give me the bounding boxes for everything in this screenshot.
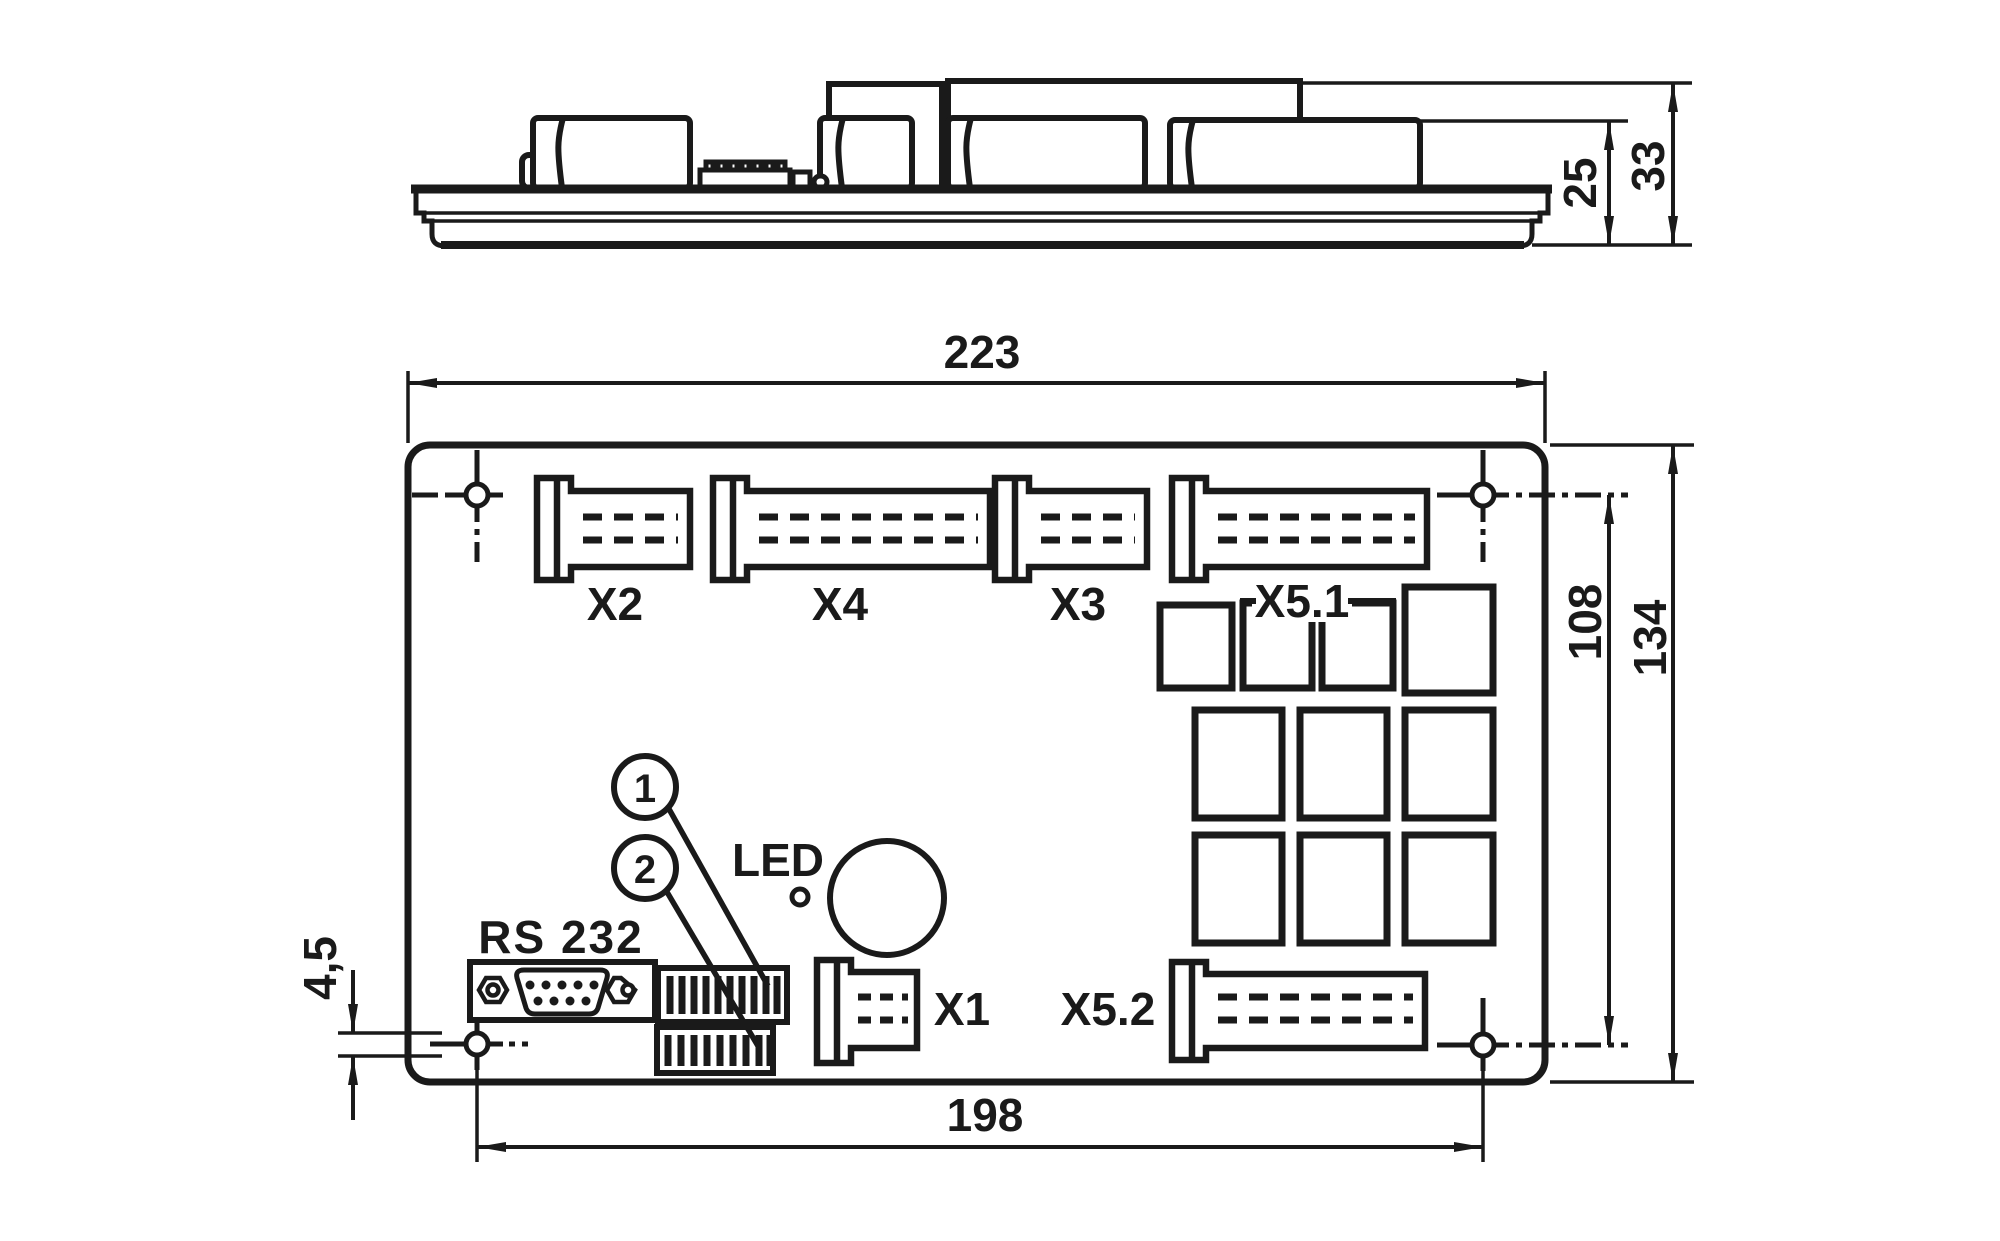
connector-x3 [991, 474, 1151, 584]
dim-4-5-label: 4,5 [294, 936, 346, 1000]
x5-1-label-leaders [1240, 578, 1396, 633]
callout-2-marker [611, 834, 761, 1048]
dim-25-label: 25 [1554, 157, 1606, 208]
dim-108-label: 108 [1559, 584, 1611, 661]
connector-x5-1 [1168, 474, 1431, 584]
dimension-134 [1550, 443, 1694, 1084]
rs232-connector [467, 959, 658, 1023]
dim-33-label: 33 [1622, 140, 1674, 191]
callout-1-number: 1 [634, 767, 656, 811]
connector-x4-label: X4 [812, 578, 869, 630]
rs232-de9-socket [514, 967, 610, 1017]
connector-x2 [533, 474, 694, 584]
connector-x5-2-label: X5.2 [1061, 983, 1156, 1035]
front-view [338, 371, 1694, 1162]
connector-x5-2 [1168, 958, 1429, 1064]
led-label: LED [732, 834, 824, 886]
dimension-198 [475, 1058, 1485, 1162]
dip-switch-block-lower [654, 1024, 776, 1076]
dim-223-label: 223 [944, 326, 1021, 378]
connector-x3-label: X3 [1050, 578, 1106, 630]
rs232-screw-left [476, 975, 510, 1005]
dimension-223 [406, 371, 1547, 443]
dim-134-label: 134 [1624, 599, 1676, 676]
dimension-4-5 [338, 970, 442, 1120]
side-base-plate [411, 184, 1552, 249]
side-connector-profiles [530, 115, 1423, 191]
buzzer-circle [827, 838, 947, 958]
connector-x1-label: X1 [934, 983, 990, 1035]
mounting-hole-top-right [1437, 450, 1628, 562]
connector-x1 [813, 956, 921, 1067]
mounting-hole-top-left [412, 450, 504, 562]
side-view [411, 78, 1692, 249]
rs232-label: RS 232 [478, 911, 643, 963]
dip-switch-block-upper [655, 965, 790, 1025]
side-dip-switch-profile [697, 159, 830, 191]
component-squares-grid [1156, 583, 1497, 947]
rs232-screw-right [604, 975, 638, 1005]
connector-x4 [709, 474, 994, 584]
callout-1-marker [611, 753, 771, 988]
side-extension-lines [1300, 81, 1692, 247]
rs232-pins [525, 980, 599, 1006]
mounting-hole-bottom-right [1437, 998, 1628, 1075]
dim-198-label: 198 [947, 1089, 1024, 1141]
connector-x2-label: X2 [587, 578, 643, 630]
led-indicator-dot [789, 886, 811, 908]
connector-x5-1-label: X5.1 [1255, 575, 1350, 627]
callout-2-number: 2 [634, 848, 656, 892]
